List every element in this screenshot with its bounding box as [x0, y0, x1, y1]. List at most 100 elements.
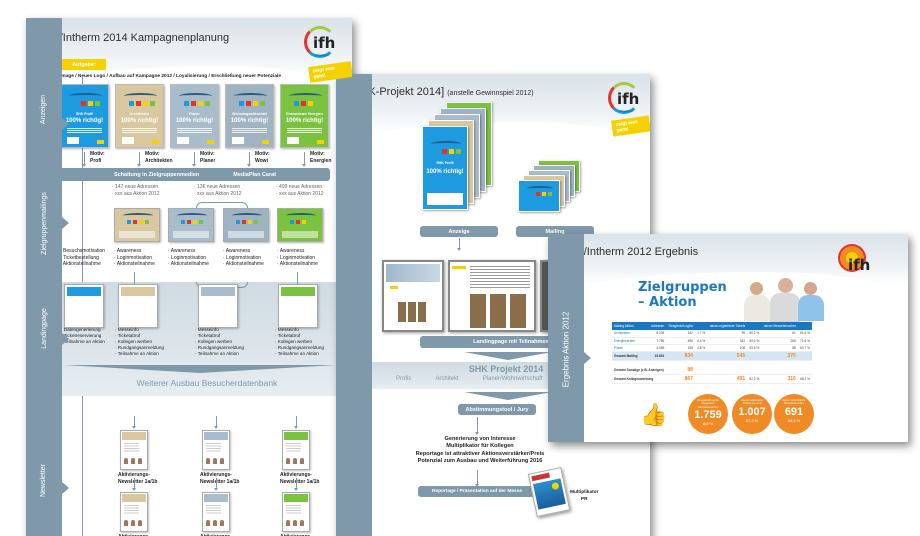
table-cell: 53,5 % — [747, 344, 762, 352]
roof-graphic — [177, 213, 207, 218]
poster-body — [67, 128, 102, 134]
flow-arrow — [82, 152, 86, 167]
motiv-label: Motiv:Wowi — [255, 151, 270, 164]
table-cell: 867 — [666, 374, 695, 384]
poster-footer — [427, 193, 463, 205]
section-notch — [62, 217, 69, 229]
anzeige-button[interactable]: Anzeige — [420, 226, 498, 237]
newsletter-thumbnail — [282, 492, 310, 532]
poster-footer — [177, 137, 189, 144]
table-cell: 71,6 % — [797, 337, 812, 345]
mailing-card — [114, 208, 160, 242]
slide-ergebnis: IFH/Intherm 2012 Ergebnis ifh Ergebnis A… — [548, 234, 908, 442]
address-note: · 499 neue Adressen· xxx aus Aktion 2012 — [276, 184, 324, 197]
logo-tiles — [290, 220, 312, 224]
poster-headline: Architekten — [129, 112, 150, 116]
roof-graphic — [123, 213, 153, 218]
stacked-mailing — [518, 180, 560, 212]
mailing-card — [223, 208, 269, 242]
newsletter-label: Aktivierungs-Newsletter 2a/2b — [118, 534, 157, 536]
table-cell: 99 — [707, 330, 748, 338]
logo-tiles — [184, 101, 210, 106]
landing-header — [201, 287, 235, 296]
logo-tiles — [129, 101, 155, 106]
table-cell: 69,0 % — [747, 337, 762, 345]
landing-goals: · Datengenerierung· Ticketreservierung· … — [61, 327, 105, 344]
motiv-label: Motiv:Architekten — [145, 151, 173, 164]
poster-claim: 100% richtig! — [175, 118, 214, 124]
address-note: · 147 neue Adressen· xxx aus Aktion 2012 — [112, 184, 160, 197]
reportage-bar: Reportage / Präsentation auf der Messe — [418, 486, 536, 497]
newsletter-people — [286, 520, 304, 526]
poster-badge — [152, 140, 159, 144]
people-photo — [744, 276, 824, 322]
logo-tiles — [239, 101, 265, 106]
newsletter-header — [122, 494, 146, 502]
mailing-button[interactable]: Mailing — [516, 226, 594, 237]
table-row-total-sonstige: Gesamt Sonstige (z.B. Anzeigen)88 — [612, 366, 812, 375]
magazine-cover — [527, 466, 571, 518]
table-cell: 61 — [761, 330, 798, 338]
table-cell — [747, 351, 762, 361]
poster-claim: 100% richtig! — [120, 118, 159, 124]
roof-graphic — [179, 93, 212, 99]
poster-headline: Erneuerbare Energien — [286, 112, 323, 116]
flow-arrow — [192, 152, 196, 167]
poster-badge — [317, 140, 324, 144]
flow-chevron — [464, 352, 552, 360]
table-cell: 834 — [666, 351, 695, 361]
landing-header — [67, 287, 101, 296]
flow-chevron — [464, 392, 552, 400]
table-header-cell — [694, 322, 708, 330]
circle-value: 691 — [784, 405, 804, 418]
logo-tiles — [530, 192, 552, 196]
section-notch — [62, 118, 69, 130]
table-cell: Planer — [612, 344, 646, 352]
table-cell — [694, 374, 708, 384]
poster-headline: SHK Profil — [75, 112, 94, 116]
address-note: · 136 neue Adressen· xxx aus Aktion 2012 — [194, 184, 242, 197]
slide-header — [336, 74, 650, 150]
media-bar: Schaltung in Zielgruppenmedien MediaPlan… — [60, 168, 330, 181]
landingpage-thumbnail — [278, 284, 318, 328]
landingpage-thumbnail — [64, 284, 104, 328]
newsletter-header — [284, 494, 308, 502]
section-strip — [548, 234, 584, 442]
roof-graphic — [232, 213, 262, 218]
logo-tiles — [435, 149, 461, 154]
table-cell: 69,2 % — [747, 330, 762, 338]
newsletter-text — [286, 505, 301, 515]
table-header-cell: davon registrierte Tickets — [707, 322, 748, 330]
table-cell: 4.089 — [645, 344, 667, 352]
newsletter-label: Aktivierungs-Newsletter 2a/2b — [280, 534, 319, 536]
roof-graphic — [124, 93, 157, 99]
table-cell — [797, 351, 812, 361]
shk-projekt-groups: Profis Architekt Planer/Wohnwirtschaft — [396, 376, 543, 382]
mailing-card — [168, 208, 214, 242]
media-bar-right: MediaPlan Carat — [233, 171, 277, 178]
motiv-label: Motiv:Energien — [310, 151, 332, 164]
table-cell — [694, 366, 812, 375]
table-cell: 316 — [761, 374, 798, 384]
mailing-goals: · Besuchsmotivation· Ticketbestellung· A… — [60, 248, 106, 267]
section-label-newsletter: Newsletter — [40, 463, 48, 497]
flow-arrow — [294, 478, 298, 491]
card-band — [228, 231, 264, 238]
media-bar-left: Schaltung in Zielgruppenmedien — [113, 171, 200, 178]
logo-tiles — [236, 220, 258, 224]
landing-header — [281, 287, 315, 296]
section-notch — [62, 482, 69, 494]
slide-title: IFH/Intherm 2012 Ergebnis — [566, 246, 699, 258]
newsletter-text — [206, 443, 221, 453]
table-cell: 52,2 % — [747, 374, 762, 384]
section-strip — [336, 74, 372, 536]
roof-graphic — [234, 93, 267, 99]
section-label-zielgruppenmailings: Zielgruppenmailings — [40, 191, 48, 255]
logo-tiles — [181, 220, 203, 224]
